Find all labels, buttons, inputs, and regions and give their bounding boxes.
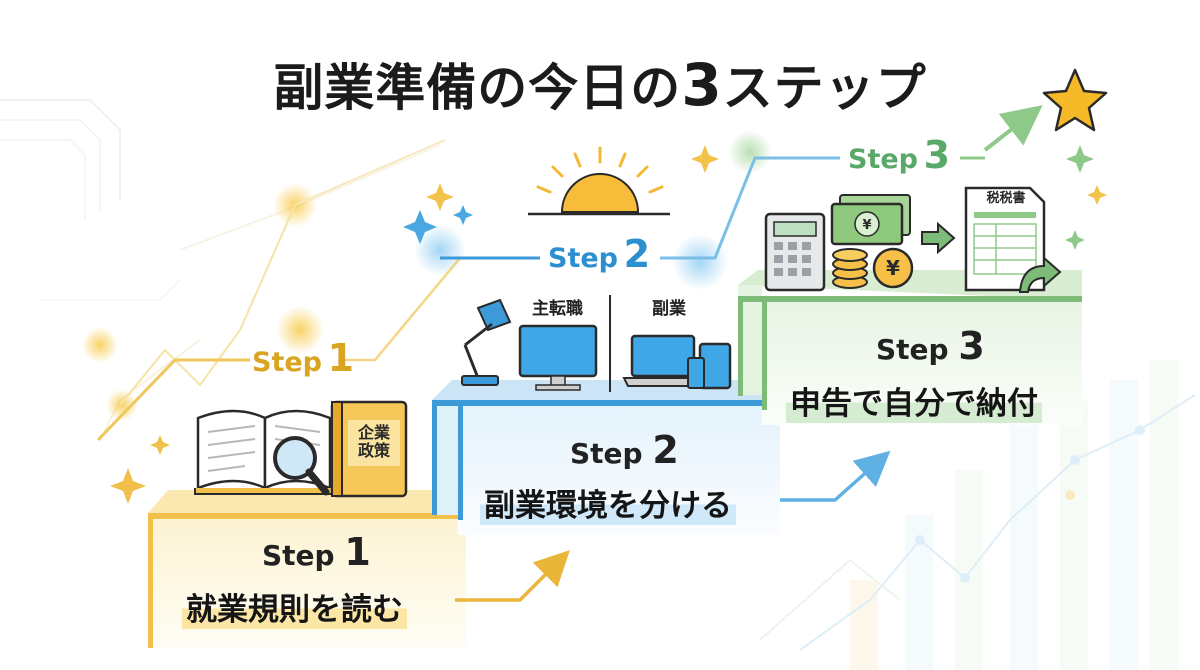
policy-book-title: 企業 政策 (357, 423, 390, 461)
background-bar-chart (759, 360, 1196, 670)
rising-line (119, 204, 296, 406)
svg-text:¥: ¥ (862, 218, 871, 233)
step1-description: 就業規則を読む (182, 584, 407, 629)
rising-line (294, 139, 446, 206)
desk-lamp-icon (461, 298, 512, 386)
sparkle-decor (110, 145, 1107, 504)
step2-float-label: Step 2 (548, 232, 651, 276)
yen-coin-icon: ¥ (872, 247, 914, 289)
step3-float-label: Step 3 (848, 133, 951, 177)
step1-float-label: Step 1 (252, 336, 355, 380)
step3-description: 申告で自分で納付 (786, 378, 1042, 423)
background-decor (0, 99, 441, 441)
banknote-icon: ¥ (830, 194, 911, 246)
glow-dot (672, 234, 728, 290)
tax-form-icon (964, 186, 1062, 293)
calculator-icon (764, 212, 826, 292)
step2-description: 副業環境を分ける (480, 480, 736, 525)
title-number: 3 (681, 51, 723, 119)
side-job-label: 副業 (652, 299, 686, 319)
step3-face-label: Step 3 (876, 324, 985, 368)
title-main: 副業準備の今日の (273, 59, 682, 117)
step1-face-label: Step 1 (262, 530, 371, 574)
step2-face-label: Step 2 (570, 428, 679, 472)
star-icon (1042, 68, 1108, 132)
main-job-label: 主転職 (532, 299, 583, 319)
glow-dot (414, 224, 466, 276)
phone-icon (687, 357, 705, 389)
coin-stack-icon (832, 248, 868, 289)
page-title: 副業準備の今日の3ステップ (0, 48, 1200, 120)
tax-form-title: 税税書 (986, 191, 1026, 206)
glow-dot (728, 130, 772, 174)
laptop-icon (622, 334, 704, 387)
glow-dot (82, 327, 118, 363)
glow-dot (276, 306, 324, 354)
sunrise-icon (528, 146, 670, 216)
title-suffix: ステップ (722, 59, 927, 117)
svg-text:¥: ¥ (886, 256, 900, 280)
monitor-icon (518, 324, 598, 391)
magnifier-icon (273, 436, 330, 496)
arrow-right-icon (921, 221, 956, 255)
glow-dot (106, 389, 138, 421)
connector-lines (96, 105, 1043, 602)
policy-book-icon (330, 400, 408, 498)
